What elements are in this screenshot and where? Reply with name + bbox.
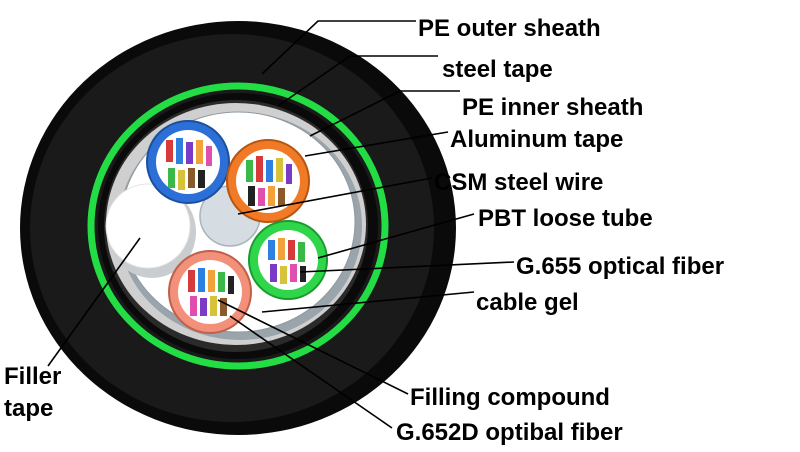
label-steel-tape: steel tape (442, 56, 553, 83)
leader-pbt-loose-tube (317, 213, 475, 259)
label-cable-gel: cable gel (476, 289, 579, 316)
leader-filler-tape (47, 237, 141, 367)
label-g652d-fiber: G.652D optibal fiber (396, 419, 623, 446)
leader-g652d-fiber (229, 315, 393, 429)
leader-cable-gel (261, 291, 475, 313)
fiber-bundle-green (268, 238, 306, 284)
label-aluminum-tape: Aluminum tape (450, 126, 623, 153)
leader-pe-outer-sheath (261, 20, 416, 75)
filler-rod (105, 183, 191, 269)
label-pe-inner-sheath: PE inner sheath (462, 94, 643, 121)
steel-tape-ring (87, 82, 389, 370)
leader-steel-tape (277, 55, 438, 107)
leader-aluminum-tape (304, 131, 449, 157)
label-pbt-loose-tube: PBT loose tube (478, 205, 653, 232)
label-csm-steel-wire: CSM steel wire (434, 169, 603, 196)
fiber-bundle-blue (166, 138, 212, 190)
label-g655-fiber: G.655 optical fiber (516, 253, 724, 280)
label-filler-line1: Filler (4, 363, 61, 390)
label-filler-line2: tape (4, 395, 53, 422)
fiber-bundle-orange (246, 156, 292, 206)
leader-g655-fiber (299, 261, 515, 273)
leader-lines (47, 20, 515, 429)
fiber-bundle-salmon (188, 268, 234, 316)
label-filling-compound: Filling compound (410, 384, 610, 411)
leader-pe-inner-sheath (309, 90, 460, 137)
leader-csm-steel-wire (237, 177, 433, 215)
label-pe-outer-sheath: PE outer sheath (418, 15, 601, 42)
leader-filling-compound (217, 299, 409, 395)
